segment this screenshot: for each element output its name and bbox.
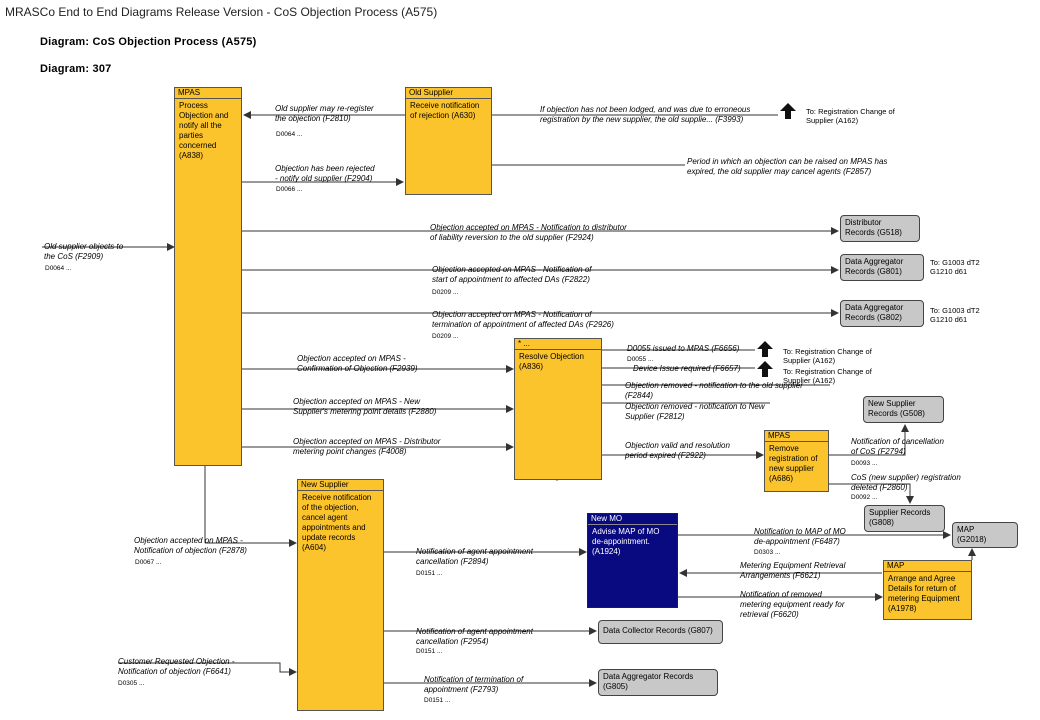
flow-label-f6657: Device Issue required (F6657) xyxy=(633,364,741,373)
diagram-name: Diagram: CoS Objection Process (A575) xyxy=(40,36,257,48)
process-label: Remove registration of new supplier (A68… xyxy=(769,444,818,483)
flow-label-f2904: Objection has been rejected - notify old… xyxy=(275,164,375,183)
flow-label-f3993: If objection has not been lodged, and wa… xyxy=(540,105,751,124)
flow-label-f4008: Objection accepted on MPAS - Distributor… xyxy=(293,437,441,456)
swimlane-label: * ... xyxy=(515,339,601,350)
flow-dataref-f2878: D0067 ... xyxy=(135,559,162,566)
flow-label-f6656: D0055 issued to MPAS (F6656) xyxy=(627,344,740,353)
data-store-g2018[interactable]: MAP (G2018) xyxy=(952,522,1018,548)
swimlane-label: Old Supplier xyxy=(406,88,491,99)
flow-dataref-f2793: D0151 ... xyxy=(424,697,451,704)
flow-label-f2810: Old supplier may re-register the objecti… xyxy=(275,104,374,123)
flow-label-f2922: Objection valid and resolution period ex… xyxy=(625,441,730,460)
process-label: Receive notification of rejection (A630) xyxy=(410,101,480,120)
flow-label-f2822: Objection accepted on MPAS - Notificatio… xyxy=(432,265,592,284)
flow-label-f6641: Customer Requested Objection - Notificat… xyxy=(118,657,235,676)
flow-dataref-f2810: D0064 ... xyxy=(276,131,303,138)
flow-dataref-f2794: D0093 ... xyxy=(851,460,878,467)
flow-label-f2857: Period in which an objection can be rais… xyxy=(687,157,888,176)
process-box-a630[interactable]: Old Supplier Receive notification of rej… xyxy=(405,87,492,195)
flow-label-f6620: Notification of removed metering equipme… xyxy=(740,590,845,619)
offpage-reference-g1003[interactable]: To: G1003 dT2 G1210 d61 xyxy=(930,306,980,324)
flow-label-f2939: Objection accepted on MPAS - Confirmatio… xyxy=(297,354,418,373)
process-box-a1978[interactable]: MAP Arrange and Agree Details for return… xyxy=(883,560,972,620)
flow-label-f2794: Notification of cancellation of CoS (F27… xyxy=(851,437,944,456)
flow-dataref-f2822: D0209 ... xyxy=(432,289,459,296)
flow-dataref-f2926: D0209 ... xyxy=(432,333,459,340)
flow-label-f2924: Objection accepted on MPAS - Notificatio… xyxy=(430,223,627,242)
offpage-reference-a162[interactable]: To: Registration Change of Supplier (A16… xyxy=(806,107,895,125)
process-label: Advise MAP of MO de-appointment. (A1924) xyxy=(592,527,660,556)
flow-label-f6487: Notification to MAP of MO de-appointment… xyxy=(754,527,846,546)
offpage-up-arrow-icon[interactable] xyxy=(757,361,773,377)
swimlane-label: MAP xyxy=(884,561,971,572)
data-store-g518[interactable]: Distributor Records (G518) xyxy=(840,215,920,242)
process-label: Arrange and Agree Details for return of … xyxy=(888,574,960,613)
flow-label-f2926: Objection accepted on MPAS - Notificatio… xyxy=(432,310,614,329)
flow-dataref-f6487: D0303 ... xyxy=(754,549,781,556)
flow-label-f2909: Old supplier objects to the CoS (F2909) xyxy=(44,242,124,261)
offpage-reference-a162[interactable]: To: Registration Change of Supplier (A16… xyxy=(783,347,872,365)
flow-label-f2860: CoS (new supplier) registration deleted … xyxy=(851,473,961,492)
flow-label-f2954: Notification of agent appointment cancel… xyxy=(416,627,533,646)
process-box-a1924[interactable]: New MO Advise MAP of MO de-appointment. … xyxy=(587,513,678,608)
flow-label-f2880: Objection accepted on MPAS - New Supplie… xyxy=(293,397,437,416)
swimlane-label: MPAS xyxy=(175,88,241,99)
process-label: Process Objection and notify all the par… xyxy=(179,101,229,160)
data-store-g805[interactable]: Data Aggregator Records (G805) xyxy=(598,669,718,696)
offpage-reference-a162[interactable]: To: Registration Change of Supplier (A16… xyxy=(783,367,872,385)
process-box-a686[interactable]: MPAS Remove registration of new supplier… xyxy=(764,430,829,492)
flow-dataref-f6656: D0055 ... xyxy=(627,356,654,363)
data-store-g801[interactable]: Data Aggregator Records (G801) xyxy=(840,254,924,281)
flow-label-f2844: Objection removed - notification to the … xyxy=(625,381,803,400)
swimlane-label: New Supplier xyxy=(298,480,383,491)
flow-label-f2812: Objection removed - notification to New … xyxy=(625,402,765,421)
flow-dataref-f6641: D0305 ... xyxy=(118,680,145,687)
flow-label-f6621: Metering Equipment Retrieval Arrangement… xyxy=(740,561,846,580)
process-label: Resolve Objection (A836) xyxy=(519,352,584,371)
flow-dataref-f2860: D0092 ... xyxy=(851,494,878,501)
swimlane-label: New MO xyxy=(588,514,677,525)
diagram-number: Diagram: 307 xyxy=(40,63,112,75)
flow-dataref-f2954: D0151 ... xyxy=(416,648,443,655)
data-store-g807[interactable]: Data Collector Records (G807) xyxy=(598,620,723,644)
data-store-g508[interactable]: New Supplier Records (G508) xyxy=(863,396,944,423)
data-store-g808[interactable]: Supplier Records (G808) xyxy=(864,505,945,532)
process-box-a836[interactable]: * ... Resolve Objection (A836) xyxy=(514,338,602,480)
offpage-reference-g1003[interactable]: To: G1003 dT2 G1210 d61 xyxy=(930,258,980,276)
window-title: MRASCo End to End Diagrams Release Versi… xyxy=(5,5,438,19)
flow-dataref-f2904: D0066 ... xyxy=(276,186,303,193)
process-label: Receive notification of the objection, c… xyxy=(302,493,372,552)
flow-label-f2878: Objection accepted on MPAS - Notificatio… xyxy=(134,536,247,555)
offpage-up-arrow-icon[interactable] xyxy=(780,103,796,119)
process-box-a604[interactable]: New Supplier Receive notification of the… xyxy=(297,479,384,711)
flow-label-f2793: Notification of termination of appointme… xyxy=(424,675,524,694)
flow-dataref-f2894: D0151 ... xyxy=(416,570,443,577)
flow-label-f2894: Notification of agent appointment cancel… xyxy=(416,547,533,566)
process-box-a838[interactable]: MPAS Process Objection and notify all th… xyxy=(174,87,242,466)
data-store-g802[interactable]: Data Aggregator Records (G802) xyxy=(840,300,924,327)
offpage-up-arrow-icon[interactable] xyxy=(757,341,773,357)
swimlane-label: MPAS xyxy=(765,431,828,442)
flow-dataref-f2909: D0064 ... xyxy=(45,265,72,272)
